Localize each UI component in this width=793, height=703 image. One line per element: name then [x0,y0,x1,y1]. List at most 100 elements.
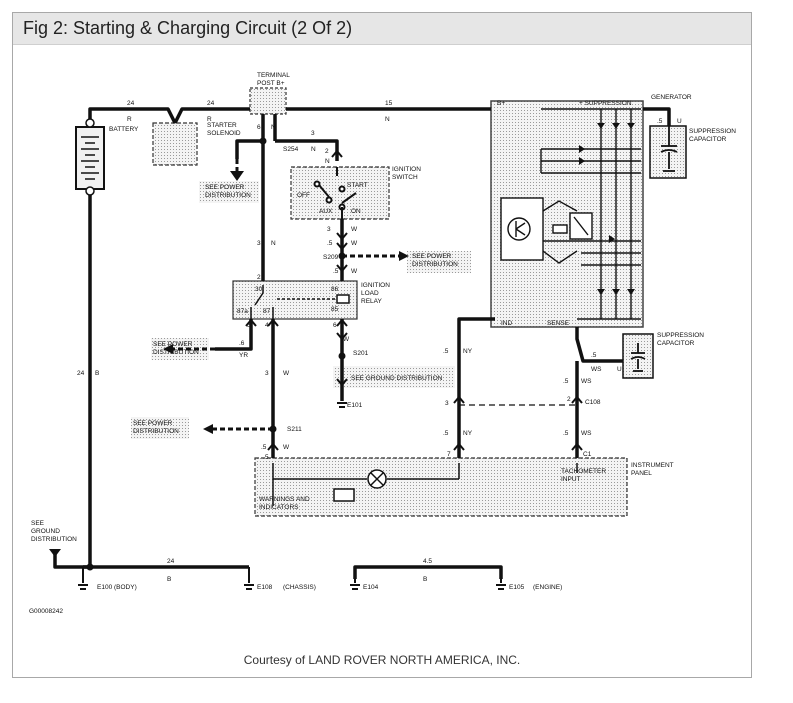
capacitor-symbols [630,126,678,372]
wire-3-b: 3 [311,130,315,137]
wire-n-c: N [311,146,316,153]
relay-label-2: LOAD [361,290,379,297]
wire-u-a: U [617,366,622,373]
warnings-label-1: WARNINGS AND [259,496,310,503]
wire-4-5: 4.5 [423,558,432,565]
relay-symbols [250,285,350,319]
wire-n-b: N [271,240,276,247]
instrument-panel-items [272,463,578,506]
pin-30: 30 [255,286,263,293]
figure-title: Fig 2: Starting & Charging Circuit (2 Of… [23,18,353,38]
relay-label-3: RELAY [361,298,382,305]
see-ground-3: DISTRIBUTION [31,536,77,543]
wire-ws-c: WS [591,366,602,373]
wire-24-b: 24 [207,100,215,107]
wire-w-e: W [283,370,290,377]
pin-3-c108: 3 [445,400,449,407]
pin-6-relay: 6 [333,322,337,329]
wire-ws-a: WS [581,378,592,385]
starter-label-2: SOLENOID [207,130,241,137]
credit-line: Courtesy of LAND ROVER NORTH AMERICA, IN… [243,653,521,667]
wire-w-f: W [283,444,290,451]
see-power-4a: SEE POWER [133,420,173,427]
see-power-1b: DISTRIBUTION [205,192,251,199]
battery-plates [81,136,99,180]
see-power-1a: SEE POWER [205,184,245,191]
splice-s254: S254 [283,146,299,153]
pin-3-sw: 3 [327,226,331,233]
wire-5-c: .5 [261,444,267,451]
pin-6-tp: 6 [257,124,261,131]
see-power-distribution-shade-1 [199,181,259,203]
supp-cap-top-label-2: CAPACITOR [689,136,727,143]
switch-off-label: OFF [297,192,310,199]
splice-s209: S209 [323,254,339,261]
pin-87a: 87a [237,308,248,315]
pin-4-relay: 4 [265,322,269,329]
splice-s211: S211 [287,426,302,433]
ignition-switch-label-2: SWITCH [392,174,418,181]
supp-cap-bottom-label-1: SUPPRESSION [657,332,704,339]
see-power-2b: DISTRIBUTION [412,261,458,268]
see-power-3b: DISTRIBUTION [153,349,199,356]
instrument-panel-label-1: INSTRUMENT [631,462,674,469]
power-distribution-arrows [171,159,577,431]
wire-u-b: U [677,118,682,125]
connector-c108: C108 [585,399,601,406]
generator-label: GENERATOR [651,94,692,101]
starter-label-1: STARTER [207,122,237,129]
b-plus-label: B+ [497,100,505,107]
wire-3-a: 3 [257,240,261,247]
relay-label-1: IGNITION [361,282,390,289]
supp-cap-bottom-label-2: CAPACITOR [657,340,695,347]
ignition-switch-box [290,166,390,220]
title-bar: Fig 2: Starting & Charging Circuit (2 Of… [13,13,751,45]
connector-c1: C1 [583,451,592,458]
pin-2-relay: 2 [257,274,261,281]
ind-label: IND [501,320,513,327]
wire-24-c: 24 [77,370,85,377]
figure-frame: Fig 2: Starting & Charging Circuit (2 Of… [12,12,752,678]
wire-r-a: R [127,116,132,123]
connector-marks [245,149,583,451]
diagram-labels: TERMINAL POST B+ BATTERY STARTER SOLENOI… [29,72,736,615]
wire-5-ws-c: .5 [591,352,597,359]
terminal-post-label-2: POST B+ [257,80,285,87]
see-ground-distribution-label: SEE GROUND DISTRIBUTION [351,375,443,382]
starter-solenoid-box [152,122,198,166]
wire-b-b: B [167,576,171,583]
terminal-post-box [249,87,287,115]
wire-w-a: W [351,226,358,233]
warnings-label-2: INDICATORS [259,504,299,511]
ground-symbols [78,399,506,590]
figure-id: G00008242 [29,608,63,615]
see-power-3a: SEE POWER [153,341,193,348]
pin-5-b: .5 [333,268,339,275]
arrow-heads [49,171,409,557]
wire-n-a: N [385,116,390,123]
wire-6-yr: .6 [239,340,245,347]
pin-85: 85 [331,306,339,313]
see-power-2a: SEE POWER [412,253,452,260]
pin-86: 86 [331,286,339,293]
pin-87: 87 [263,308,271,315]
wire-w-c: W [351,268,358,275]
see-ground-1: SEE [31,520,45,527]
see-ground-distribution-shade [333,366,455,388]
ignition-switch-symbols [313,167,357,219]
generator-internals [500,108,641,320]
ground-engine: (ENGINE) [533,584,562,591]
sense-label: SENSE [547,320,570,327]
wire-yr: YR [239,352,248,359]
wire-3-c: 3 [265,370,269,377]
switch-on-label: ON [351,208,361,215]
suppression-top-label: + SUPPRESSION [579,100,632,107]
ignition-switch-label-1: IGNITION [392,166,421,173]
ground-e105: E105 [509,584,525,591]
terminal-post-label-1: TERMINAL [257,72,290,79]
splice-s201: S201 [353,350,369,357]
wire-w-d: W [343,336,350,343]
wire-r-b: R [207,116,212,123]
battery-label: BATTERY [109,126,139,133]
pin-7-panel: 7 [447,451,451,458]
